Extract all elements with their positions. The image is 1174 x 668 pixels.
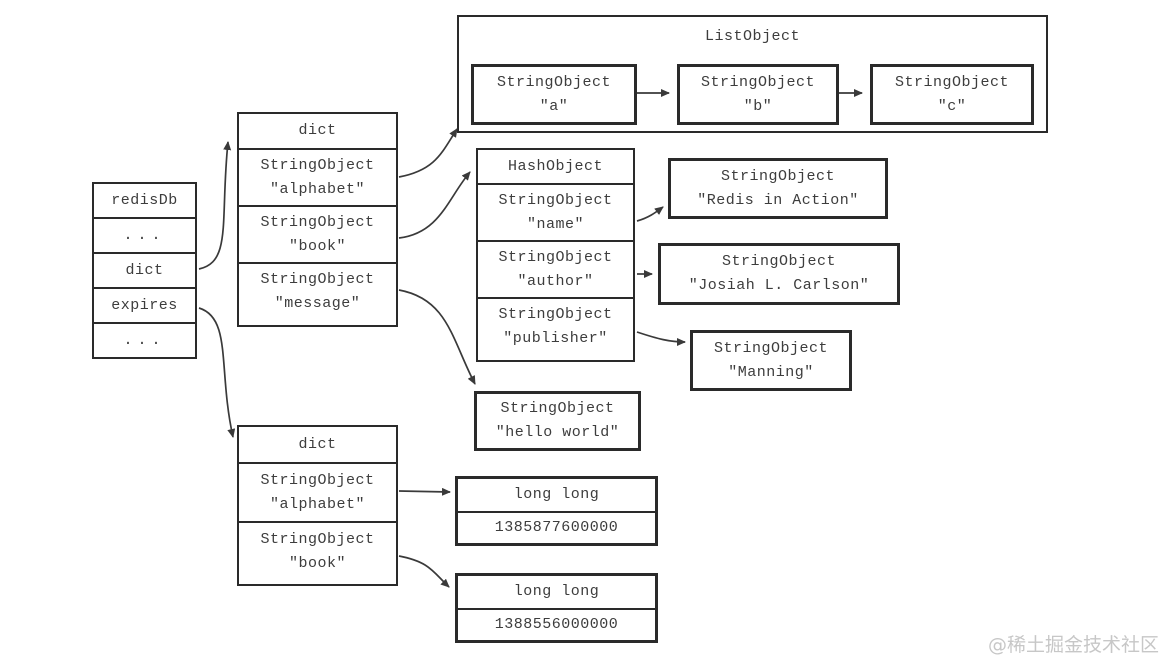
arrow-alphabet-to-listobject: [398, 128, 458, 178]
cell-value-text: "a": [539, 97, 569, 115]
manning-box: StringObject "Manning": [690, 330, 852, 391]
cell-value-text: "alphabet": [269, 495, 365, 513]
dict-bottom-cell-alphabet: StringObject "alphabet": [239, 462, 396, 521]
hashobject-cell-publisher: StringObject "publisher": [478, 297, 633, 354]
cell-value-text: "book": [288, 554, 346, 572]
cell-value-text: "name": [526, 215, 584, 233]
dict-bottom-table: dict StringObject "alphabet" StringObjec…: [237, 425, 398, 586]
list-item-b: StringObject "b": [677, 64, 839, 125]
dict-bottom-header: dict: [239, 427, 396, 462]
cell-value-text: "author": [517, 272, 594, 290]
cell-type-text: StringObject: [260, 270, 375, 288]
cell-type-text: StringObject: [713, 339, 829, 357]
hashobject-cell-author: StringObject "author": [478, 240, 633, 297]
hello-world-box: StringObject "hello world": [474, 391, 641, 451]
listobject-container: ListObject StringObject "a" StringObject…: [457, 15, 1048, 133]
cell-type-text: StringObject: [498, 191, 613, 209]
cell-type-text: StringObject: [721, 253, 837, 270]
cell-value-text: "message": [274, 294, 361, 312]
cell-type-text: StringObject: [496, 73, 612, 91]
list-item-c: StringObject "c": [870, 64, 1034, 125]
dict-top-cell-message: StringObject "message": [239, 262, 396, 319]
redisdb-cell-ellipsis-2: ...: [94, 322, 195, 357]
cell-type-text: StringObject: [260, 530, 375, 548]
redisdb-cell-expires: expires: [94, 287, 195, 322]
redisdb-cell-ellipsis-1: ...: [94, 217, 195, 252]
long-long-title-text: long long: [513, 583, 600, 600]
cell-value-text: "book": [288, 237, 346, 255]
dict-top-cell-alphabet: StringObject "alphabet": [239, 148, 396, 205]
cell-value-text: "Manning": [728, 363, 814, 381]
long-long-box-2: long long 1388556000000: [455, 573, 658, 643]
arrow-alphabet2-to-long-long-1: [398, 487, 451, 496]
cell-type-text: StringObject: [700, 73, 816, 91]
dict-bottom-cell-book: StringObject "book": [239, 521, 396, 580]
list-item-a: StringObject "a": [471, 64, 637, 125]
long-long-title-text: long long: [513, 486, 600, 503]
redisdb-title-text: redisDb: [111, 191, 178, 209]
dict-top-header: dict: [239, 114, 396, 148]
cell-value-text: "c": [937, 97, 967, 115]
josiah-carlson-box: StringObject "Josiah L. Carlson": [658, 243, 900, 305]
dict-bottom-title-text: dict: [298, 435, 337, 453]
redisdb-table: redisDb ... dict expires ...: [92, 182, 197, 359]
cell-value-text: "b": [743, 97, 773, 115]
dict-top-cell-book: StringObject "book": [239, 205, 396, 262]
cell-value-text: "publisher": [503, 329, 608, 347]
hashobject-title-text: HashObject: [507, 157, 603, 175]
cell-type-text: StringObject: [894, 73, 1010, 91]
hashobject-table: HashObject StringObject "name" StringObj…: [476, 148, 635, 362]
long-long-box-1: long long 1385877600000: [455, 476, 658, 546]
long-long-2-header: long long: [458, 576, 655, 608]
redis-in-action-box: StringObject "Redis in Action": [668, 158, 888, 219]
cell-type-text: StringObject: [260, 213, 375, 231]
timestamp-text: 1385877600000: [494, 519, 619, 536]
watermark-text: @稀土掘金技术社区: [988, 634, 1160, 656]
arrow-publisher-to-manning: [636, 331, 686, 346]
cell-value-text: "Redis in Action": [697, 191, 859, 209]
long-long-1-header: long long: [458, 479, 655, 511]
cell-value-text: "Josiah L. Carlson": [688, 277, 870, 294]
dict-top-title-text: dict: [298, 122, 337, 139]
redisdb-dict-text: dict: [125, 261, 164, 279]
cell-value-text: "alphabet": [269, 180, 365, 198]
dict-top-table: dict StringObject "alphabet" StringObjec…: [237, 112, 398, 327]
arrow-name-to-redis-in-action: [636, 206, 664, 222]
arrow-book2-to-long-long-2: [398, 555, 450, 588]
cell-type-text: StringObject: [260, 471, 375, 489]
ellipsis-text: ...: [123, 226, 166, 244]
arrow-book-to-hashobject: [398, 171, 471, 239]
arrow-dict-to-dict-top: [198, 141, 232, 270]
hashobject-cell-name: StringObject "name": [478, 183, 633, 240]
redisdb-expires-text: expires: [111, 296, 178, 314]
cell-type-text: StringObject: [498, 305, 613, 323]
cell-value-text: "hello world": [495, 424, 620, 441]
listobject-title-text: ListObject: [704, 28, 800, 45]
cell-type-text: StringObject: [260, 156, 375, 174]
timestamp-text: 1388556000000: [494, 616, 619, 633]
arrow-message-to-hello-world: [398, 289, 476, 385]
ellipsis-text: ...: [123, 331, 166, 349]
cell-type-text: StringObject: [498, 248, 613, 266]
arrow-expires-to-dict-bottom: [198, 307, 236, 438]
redisdb-cell-title: redisDb: [94, 184, 195, 217]
hashobject-header: HashObject: [478, 150, 633, 183]
redisdb-cell-dict: dict: [94, 252, 195, 287]
long-long-1-value: 1385877600000: [458, 511, 655, 543]
cell-type-text: StringObject: [500, 400, 615, 417]
long-long-2-value: 1388556000000: [458, 608, 655, 640]
cell-type-text: StringObject: [720, 167, 836, 185]
